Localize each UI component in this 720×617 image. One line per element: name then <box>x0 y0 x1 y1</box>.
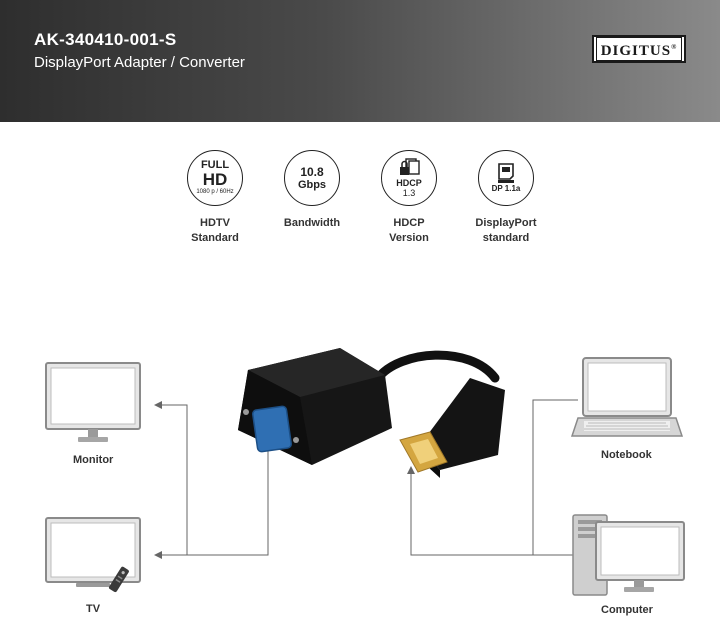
remote-control-icon <box>108 566 129 593</box>
tv-icon <box>45 517 141 593</box>
product-sku: AK-340410-001-S <box>34 30 177 49</box>
header-banner: AK-340410-001-S DisplayPort Adapter / Co… <box>0 0 720 122</box>
bandwidth-unit: Gbps <box>297 178 327 191</box>
product-subtitle: DisplayPort Adapter / Converter <box>34 54 245 71</box>
vga-port <box>252 405 292 453</box>
hdcp-icon: HDCP 1.3 <box>381 150 437 206</box>
device-label-computer: Computer <box>601 604 653 616</box>
feature-label: HDCP Version <box>389 217 429 244</box>
feature-label: DisplayPort standard <box>475 217 537 244</box>
dp-connector-icon <box>498 163 514 183</box>
hdcp-line1: HDCP <box>396 178 422 188</box>
bandwidth-icon: 10.8 Gbps <box>284 150 340 206</box>
full-hd-line3: 1080 p / 60Hz <box>196 189 234 195</box>
monitor-icon <box>45 362 141 442</box>
notebook-icon <box>570 357 684 437</box>
device-label-notebook: Notebook <box>601 449 652 461</box>
full-hd-line2: HD <box>202 170 228 189</box>
connection-lines <box>154 399 578 559</box>
dp-version: DP 1.1a <box>491 184 521 193</box>
computer-icon <box>572 514 685 596</box>
brand-registered-mark: ® <box>671 43 678 51</box>
adapter-icon <box>238 348 505 478</box>
line-to-monitor <box>154 401 188 555</box>
full-hd-icon: FULL HD 1080 p / 60Hz <box>187 150 243 206</box>
feature-label: HDTV Standard <box>191 217 239 244</box>
feature-hdtv: FULL HD 1080 p / 60Hz HDTV Standard <box>165 150 265 246</box>
feature-displayport: DP 1.1a DisplayPort standard <box>456 150 556 246</box>
brand-logo: DIGITUS® <box>592 35 686 63</box>
feature-hdcp: HDCP 1.3 HDCP Version <box>359 150 459 246</box>
displayport-icon: DP 1.1a <box>478 150 534 206</box>
hdcp-line2: 1.3 <box>402 188 416 198</box>
line-from-computer <box>407 466 578 556</box>
device-label-monitor: Monitor <box>73 454 114 466</box>
document-lock-icon <box>400 158 420 175</box>
device-label-tv: TV <box>86 603 101 615</box>
line-to-tv <box>154 445 269 559</box>
brand-name: DIGITUS <box>600 43 672 59</box>
line-from-notebook <box>532 399 578 555</box>
bandwidth-value: 10.8 <box>300 164 324 179</box>
feature-bandwidth: 10.8 Gbps Bandwidth <box>262 150 362 231</box>
feature-label: Bandwidth <box>283 217 341 229</box>
full-hd-line1: FULL <box>200 159 230 171</box>
